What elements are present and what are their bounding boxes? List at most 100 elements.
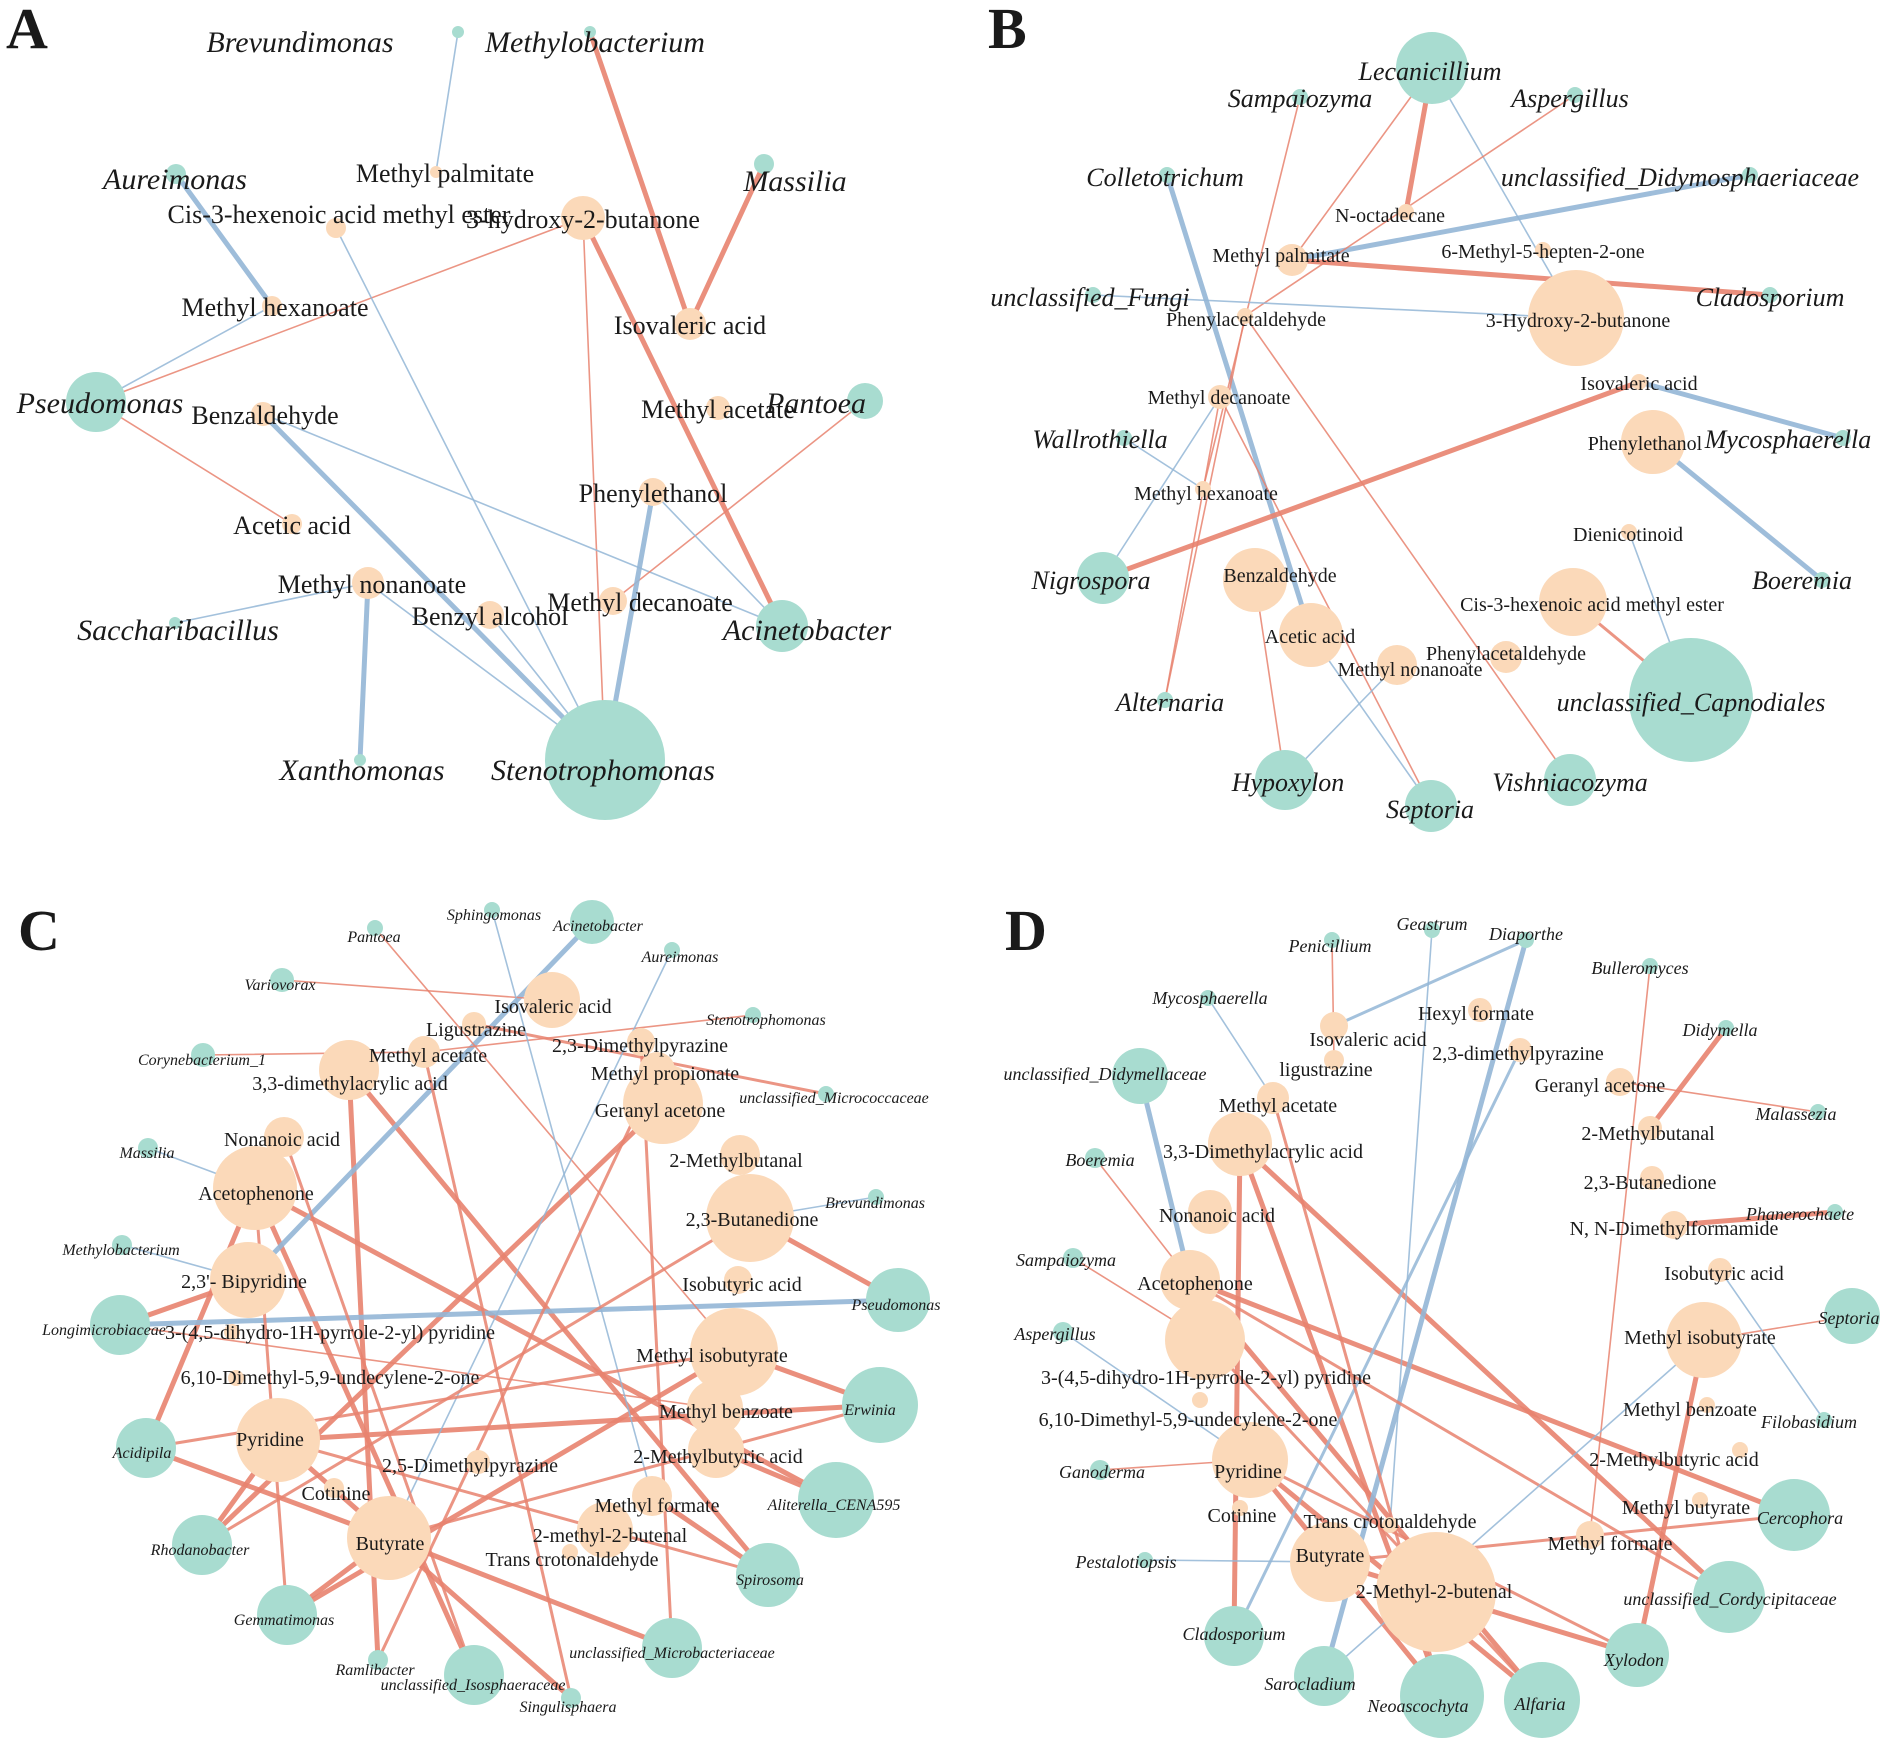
microbe-label-erwinia: Erwinia <box>843 1402 896 1419</box>
compound-label-6-10-dimethyl-5-9-undecylene-2-one: 6,10-Dimethyl-5,9-undecylene-2-one <box>1039 1409 1338 1431</box>
compound-label-2-3-dimethylpyrazine: 2,3-dimethylpyrazine <box>1432 1043 1604 1065</box>
microbe-node-sampaiozyma <box>1063 1248 1083 1268</box>
compound-label-trans-crotonaldehyde: Trans crotonaldehyde <box>485 1549 658 1571</box>
microbe-label-pseudomonas: Pseudomonas <box>851 1297 941 1314</box>
microbe-label-rhodanobacter: Rhodanobacter <box>150 1542 250 1559</box>
microbe-node-aureimonas <box>664 942 680 958</box>
compound-node-3-hydroxy-2-butanone <box>1528 270 1624 366</box>
edge-variovorax-isovaleric-acid <box>281 979 553 1001</box>
microbe-label-nigrospora: Nigrospora <box>1031 566 1151 595</box>
compound-label-methyl-formate: Methyl formate <box>595 1495 720 1517</box>
edge-acidipila-butyrate <box>143 1445 392 1541</box>
compound-node-methyl-benzoate <box>1699 1397 1715 1413</box>
panel-letter-d: D <box>1005 898 1047 963</box>
compound-label-methyl-acetate: Methyl acetate <box>369 1045 487 1067</box>
compound-label-3-4-5-dihydro-1h-pyrrole-2-yl-pyridine: 3-(4,5-dihydro-1H-pyrrole-2-yl) pyridine <box>165 1322 495 1344</box>
compound-label-methyl-acetate: Methyl acetate <box>641 395 795 424</box>
microbe-label-phanerochaete: Phanerochaete <box>1745 1204 1854 1224</box>
compound-label-2-5-dimethylpyrazine: 2,5-Dimethylpyrazine <box>382 1455 558 1477</box>
microbe-node-aureimonas <box>166 164 186 184</box>
microbe-label-unclassified-microbacteriaceae: unclassified_Microbacteriaceae <box>569 1645 775 1662</box>
compound-node-hexyl-formate <box>1468 998 1492 1022</box>
edge-methylobacterium-isovaleric-acid <box>587 29 693 327</box>
microbe-node-geastrum <box>1424 922 1440 938</box>
microbe-node-unclassified-cordycipitaceae <box>1693 1561 1765 1633</box>
compound-label-methyl-propionate: Methyl propionate <box>591 1063 739 1085</box>
compound-label-benzaldehyde: Benzaldehyde <box>191 401 338 430</box>
edge-colletotrichum-acetic-acid <box>1164 172 1314 638</box>
microbe-node-erwinia <box>842 1367 918 1443</box>
microbe-node-unclassified-isosphaeraceae <box>444 1645 504 1705</box>
compound-node-isovaleric-acid <box>674 308 706 340</box>
microbe-node-pseudomonas <box>866 1268 930 1332</box>
compound-label-methyl-hexanoate: Methyl hexanoate <box>182 293 369 322</box>
microbe-label-acinetobacter: Acinetobacter <box>721 614 892 647</box>
compound-label-cis-3-hexenoic-acid-methyl-ester: Cis-3-hexenoic acid methyl ester <box>1460 594 1724 616</box>
compound-node-methyl-acetate <box>408 1036 440 1068</box>
compound-node-methyl-acetate <box>706 396 730 420</box>
microbe-label-alternaria: Alternaria <box>1114 688 1224 717</box>
edge-diaporthe-isovaleric-acid <box>1332 938 1528 1028</box>
compound-node-trans-crotonaldehyde <box>1382 1517 1398 1533</box>
microbe-label-bulleromyces: Bulleromyces <box>1591 958 1688 978</box>
microbe-node-acinetobacter <box>756 600 808 652</box>
microbe-label-variovorax: Variovorax <box>244 977 315 994</box>
edge-geastrum-trans-crotonaldehyde <box>1389 929 1433 1526</box>
microbe-node-longimicrobiaceae <box>90 1295 150 1355</box>
edge-spirosoma-3-3-dimethylacrylic-acid <box>346 1067 771 1578</box>
compound-node-methyl-nonanoate <box>352 567 384 599</box>
microbe-label-pantoea: Pantoea <box>346 929 400 946</box>
microbe-label-corynebacterium-1: Corynebacterium_1 <box>138 1052 266 1069</box>
microbe-label-neoascochyta: Neoascochyta <box>1367 1696 1469 1716</box>
microbe-label-sampaiozyma: Sampaiozyma <box>1228 84 1372 113</box>
edge-didymella-2-methylbutanal <box>1647 1025 1729 1131</box>
compound-label-butyrate: Butyrate <box>1296 1545 1365 1567</box>
edge-acidipila-acetophenone <box>143 1185 258 1451</box>
compound-node-ligustrazine <box>1324 1050 1344 1070</box>
compound-label-cotinine: Cotinine <box>1208 1505 1277 1527</box>
edge-pseudomonas-acetic-acid <box>95 401 293 525</box>
edge-acinetobacter-phenylethanol <box>652 491 783 627</box>
edge-ramlibacter-methyl-propionate <box>376 1068 659 1662</box>
compound-node-nonanoic-acid <box>1188 1190 1232 1234</box>
compound-label-methyl-decanoate: Methyl decanoate <box>547 588 733 617</box>
edge-saccharibacillus-methyl-nonanoate <box>174 582 369 624</box>
compound-node-phenylethanol <box>1621 410 1685 474</box>
microbe-label-septoria: Septoria <box>1386 795 1474 824</box>
edge-septoria-acetic-acid <box>1310 634 1432 807</box>
compound-label-3-4-5-dihydro-1h-pyrrole-2-yl-pyridine: 3-(4,5-dihydro-1H-pyrrole-2-yl) pyridine <box>1041 1367 1371 1389</box>
microbe-label-cladosporium: Cladosporium <box>1696 283 1845 312</box>
compound-label-methyl-palmitate: Methyl palmitate <box>356 159 534 188</box>
microbe-node-sampaiozyma <box>1292 89 1308 105</box>
edge-alfaria-3-4-5-dihydro-1h-pyrrole-2-yl-pyridine <box>1203 1338 1544 1702</box>
microbe-node-unclassified-microbacteriaceae <box>642 1618 702 1678</box>
microbe-label-lecanicillium: Lecanicillium <box>1358 57 1502 86</box>
edge-massilia-isovaleric-acid <box>687 161 767 327</box>
microbe-label-hypoxylon: Hypoxylon <box>1231 768 1345 797</box>
edge-cladosporium-methyl-palmitate <box>1289 257 1773 298</box>
edge-stenotrophomonas-methyl-acetate <box>423 1014 754 1053</box>
microbe-node-unclassified-micrococcaceae <box>818 1086 834 1102</box>
compound-label-phenylacetaldehyde: Phenylacetaldehyde <box>1166 309 1326 331</box>
microbe-label-boeremia: Boeremia <box>1752 566 1852 595</box>
edge-singulisphaera-methyl-acetate <box>422 1050 573 1700</box>
microbe-node-neoascochyta <box>1400 1654 1484 1738</box>
compound-node-methyl-decanoate <box>599 587 627 615</box>
microbe-node-aspergillus <box>1053 1322 1073 1342</box>
microbe-label-ramlibacter: Ramlibacter <box>334 1662 415 1679</box>
microbe-node-mycosphaerella <box>1200 990 1216 1006</box>
compound-label-2-methylbutanal: 2-Methylbutanal <box>669 1150 803 1172</box>
compound-node-2-3-butanedione <box>706 1174 794 1262</box>
compound-node-2-methylbutyric-acid <box>1732 1442 1748 1458</box>
compound-label-2-3-butanedione: 2,3-Butanedione <box>686 1209 819 1231</box>
compound-node-isovaleric-acid <box>1631 374 1647 390</box>
microbe-node-septoria <box>1405 780 1457 832</box>
compound-node-pyridine <box>1212 1422 1288 1498</box>
compound-node-3-3-dimethylacrylic-acid <box>1208 1112 1272 1176</box>
compound-node-geranyl-acetone <box>623 1064 703 1144</box>
compound-node-acetic-acid <box>1279 603 1343 667</box>
compound-node-2-methyl-2-butenal <box>1376 1532 1496 1652</box>
